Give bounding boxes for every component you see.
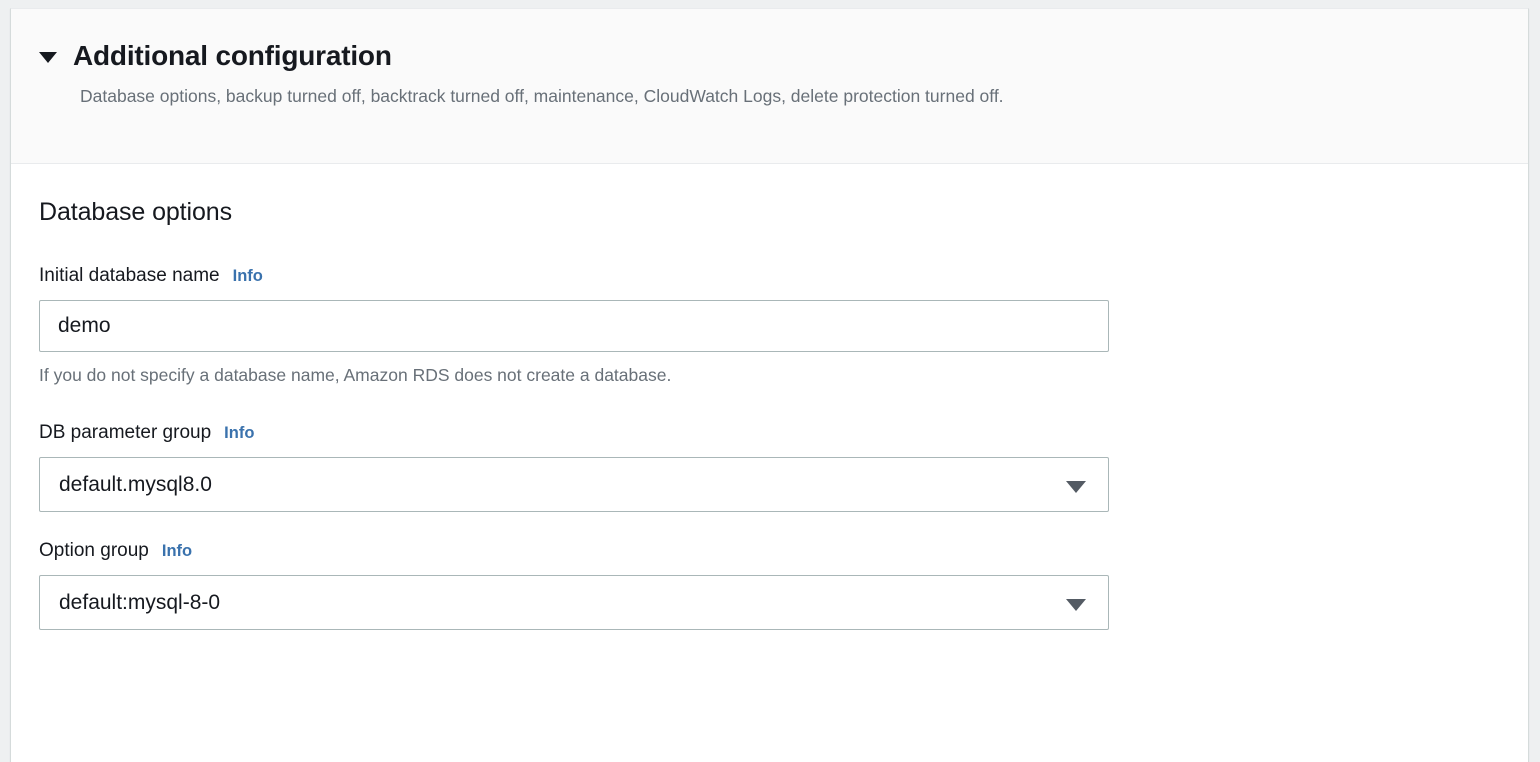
option-group-label: Option group [39,540,149,561]
db-parameter-group-label-row: DB parameter group Info [39,422,1500,444]
section-body: Database options Initial database name I… [11,164,1528,630]
db-parameter-group-info-link[interactable]: Info [224,424,255,442]
option-group-label-row: Option group Info [39,540,1500,562]
field-option-group: Option group Info default:mysql-8-0 [39,540,1500,630]
chevron-down-icon[interactable] [1066,480,1086,493]
db-parameter-group-label: DB parameter group [39,422,212,443]
initial-database-name-helper-text: If you do not specify a database name, A… [39,365,672,385]
section-header[interactable]: Additional configuration Database option… [11,9,1528,164]
option-group-select[interactable]: default:mysql-8-0 [39,575,1109,630]
section-title: Additional configuration [73,40,392,71]
section-subtitle: Database options, backup turned off, bac… [80,85,1004,106]
field-initial-database-name: Initial database name Info If you do not… [39,265,1500,386]
initial-database-name-label: Initial database name [39,265,220,286]
triangle-down-icon[interactable] [39,51,57,63]
option-group-selected-value: default:mysql-8-0 [59,590,221,614]
initial-database-name-input[interactable] [39,300,1109,352]
option-group-info-link[interactable]: Info [161,542,193,560]
chevron-down-icon[interactable] [1066,598,1086,611]
initial-database-name-label-row: Initial database name Info [39,265,1500,287]
section-header-title-row[interactable]: Additional configuration [39,39,1500,73]
db-parameter-group-select[interactable]: default.mysql8.0 [39,457,1109,512]
db-parameter-group-selected-value: default.mysql8.0 [59,472,212,496]
field-db-parameter-group: DB parameter group Info default.mysql8.0 [39,422,1500,512]
additional-configuration-panel: Additional configuration Database option… [10,8,1529,762]
initial-database-name-info-link[interactable]: Info [232,267,263,285]
database-options-heading: Database options [39,198,232,226]
